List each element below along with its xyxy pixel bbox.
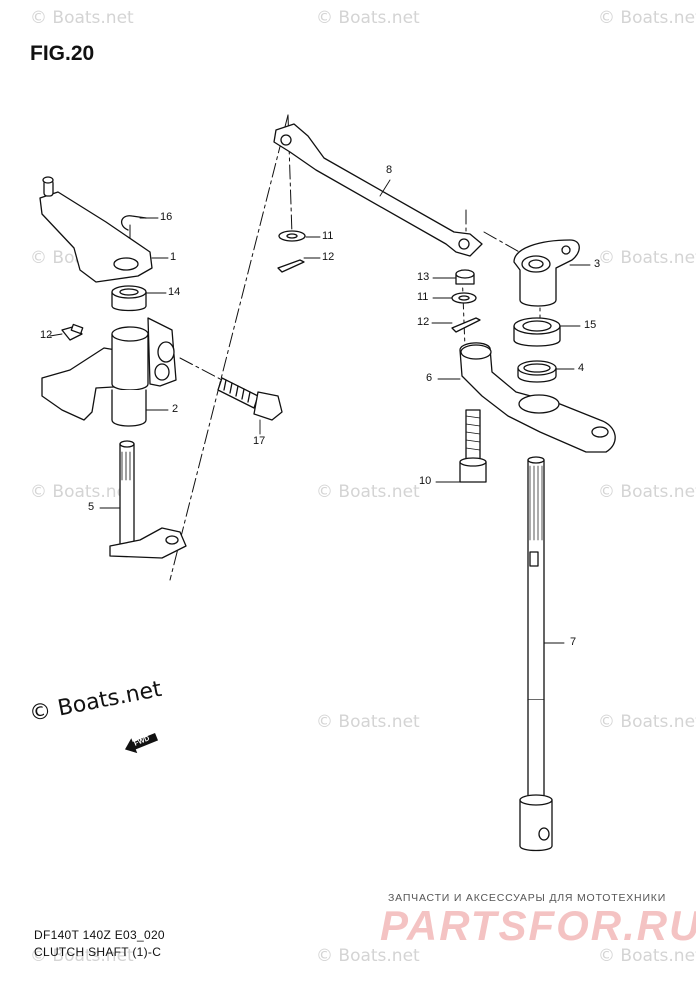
callout-12-right: 12 <box>417 316 430 328</box>
callout-10: 10 <box>419 475 432 487</box>
callout-1: 1 <box>170 251 177 263</box>
watermark: © Boats.net <box>316 712 420 732</box>
part-12-pin-right <box>451 317 481 333</box>
callout-11-left: 11 <box>322 230 334 242</box>
watermark: © Boats.net <box>598 482 696 502</box>
model-code: DF140T 140Z E03_020 <box>34 928 165 942</box>
callout-2: 2 <box>172 403 179 415</box>
callout-13: 13 <box>417 271 430 283</box>
watermark: © Boats.net <box>30 946 134 966</box>
callout-5: 5 <box>88 501 95 513</box>
part-5-shaft <box>109 440 187 559</box>
watermark: © Boats.net <box>598 248 696 268</box>
part-15-collar <box>513 317 561 347</box>
promo-tagline: ЗАПЧАСТИ И АКСЕССУАРЫ ДЛЯ МОТОТЕХНИКИ <box>388 892 667 904</box>
callout-8: 7 <box>570 636 577 648</box>
part-17-bolt <box>217 377 283 421</box>
watermark: © Boats.net <box>598 712 696 732</box>
section-title: CLUTCH SHAFT (1)-C <box>34 945 162 959</box>
watermark: © Boats.net <box>316 8 420 28</box>
part-13-nut <box>455 269 475 285</box>
promo-brand-logo: PARTSFOR.RU <box>380 902 696 949</box>
callout-14: 14 <box>168 286 181 298</box>
part-1-lever <box>39 176 153 283</box>
part-6-lever <box>459 342 616 453</box>
part-11-washer-left <box>278 230 306 242</box>
part-11-washer-right <box>451 292 477 304</box>
callout-9: 8 <box>386 164 393 176</box>
callout-11-right: 11 <box>417 291 429 303</box>
callout-12-left: 12 <box>322 251 335 263</box>
part-4-ring <box>517 360 557 383</box>
part-7-nipple <box>61 323 84 341</box>
callout-7: 12 <box>40 329 53 341</box>
figure-title: FIG.20 <box>30 42 95 65</box>
watermark: © Boats.net <box>598 8 696 28</box>
watermark: © Boats.net <box>30 8 134 28</box>
callout-15: 15 <box>584 319 597 331</box>
watermark: © Boats.net <box>316 482 420 502</box>
part-12-pin-left <box>277 259 305 273</box>
part-10-bolt <box>459 409 487 483</box>
leader-lines <box>49 179 591 644</box>
watermark: © Boats.net <box>316 946 420 966</box>
watermark: © Boats.net <box>30 482 134 502</box>
part-8-shaft <box>519 456 553 852</box>
part-2-housing <box>41 317 177 427</box>
callout-16: 16 <box>160 211 173 223</box>
callout-3: 3 <box>594 258 601 270</box>
fwd-arrow-icon <box>124 732 159 754</box>
callout-6: 6 <box>426 372 433 384</box>
part-14-bushing <box>111 285 147 312</box>
part-3-lever <box>513 239 580 307</box>
callout-17: 17 <box>253 435 266 447</box>
watermark: © Boats.net <box>598 946 696 966</box>
callout-4: 4 <box>578 362 585 374</box>
part-9-link <box>273 123 483 257</box>
